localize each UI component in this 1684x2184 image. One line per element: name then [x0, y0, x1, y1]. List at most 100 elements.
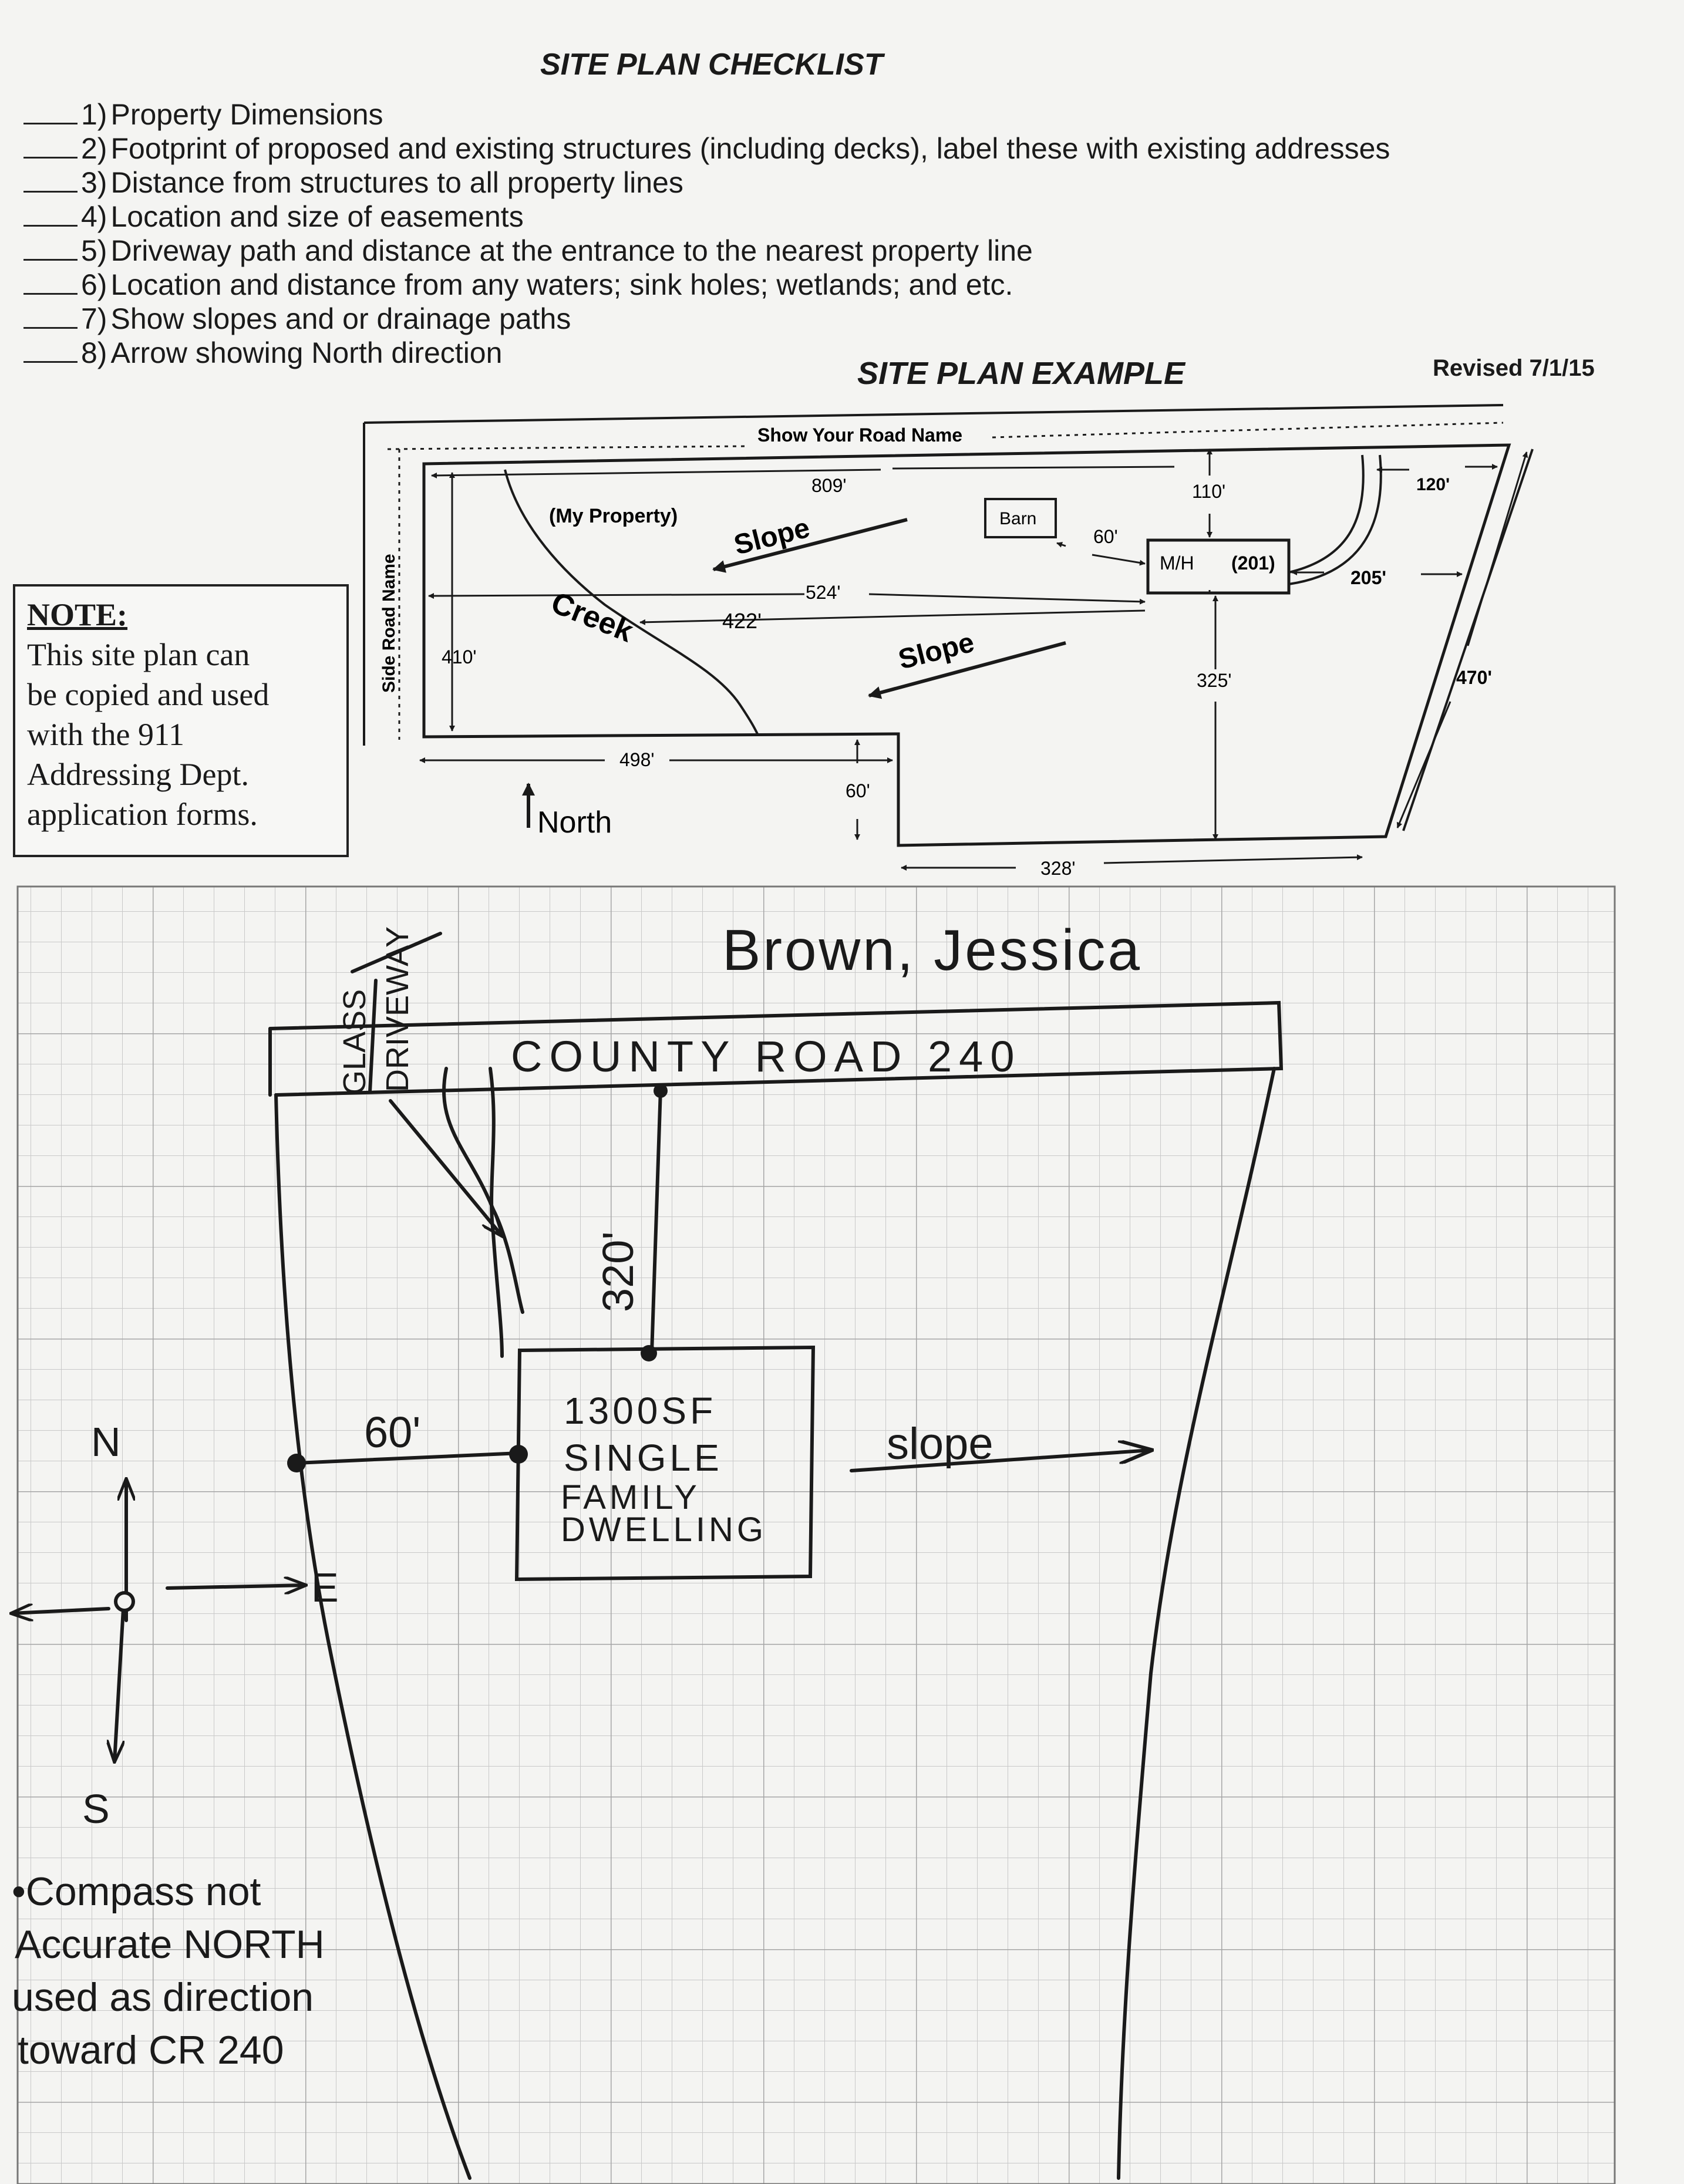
house-label-line: DWELLING	[561, 1511, 767, 1549]
property-right-line	[1117, 1067, 1276, 2180]
note-line: Addressing Dept.	[27, 757, 249, 792]
dim-422	[639, 609, 1146, 625]
road-name: COUNTY ROAD 240	[511, 1032, 1022, 1081]
dim-328-label: 328'	[1040, 858, 1076, 879]
graph-paper-sketch: Brown, Jessica COUNTY ROAD 240 GLASS DRI…	[0, 885, 1616, 2184]
driveway-tick	[351, 932, 442, 973]
house-label-line: 1300SF	[564, 1390, 716, 1432]
checklist-item: 8)Arrow showing North direction	[23, 335, 1390, 369]
checklist-item: 7)Show slopes and or drainage paths	[23, 301, 1390, 335]
driveway-curve	[1288, 454, 1382, 585]
dim-60-barn-left	[1056, 542, 1066, 548]
example-title: SITE PLAN EXAMPLE	[857, 356, 1185, 391]
revised-date: Revised 7/1/15	[1433, 355, 1595, 381]
check-blank	[23, 199, 78, 227]
property-left-line	[274, 1093, 471, 2180]
dim-410-label: 410'	[442, 646, 477, 668]
dim-110-label: 110'	[1192, 481, 1225, 502]
dim-809-left	[431, 469, 881, 478]
dim-524-right	[868, 593, 1146, 605]
note-heading: NOTE:	[27, 597, 128, 632]
dim-325-label: 325'	[1197, 670, 1232, 691]
right-road-line	[1402, 449, 1534, 831]
driveway-arrow	[389, 1099, 502, 1236]
barn-box	[984, 498, 1057, 538]
property-outline	[422, 443, 1511, 847]
driveway-label-bottom: DRIVEWAY	[380, 926, 415, 1092]
compass-note-line: •Compass not	[12, 1869, 261, 1914]
grid-area	[16, 885, 1616, 2184]
compass-note-line: toward CR 240	[18, 2028, 284, 2072]
check-blank	[23, 267, 78, 295]
road-dash	[992, 422, 1504, 439]
compass-e: E	[311, 1565, 339, 1610]
checklist-item: 3)Distance from structures to all proper…	[23, 165, 1390, 199]
compass-west-line	[12, 1609, 110, 1613]
road-line	[363, 404, 1504, 424]
dim-524-left	[428, 592, 805, 599]
site-plan-example: Show Your Road Name Side Road Name (My P…	[363, 404, 1534, 879]
note-line: This site plan can	[27, 637, 250, 672]
checklist-title: SITE PLAN CHECKLIST	[540, 48, 883, 82]
dim-470-up	[1467, 451, 1528, 646]
address-label: (201)	[1231, 552, 1275, 574]
dim-498-label: 498'	[619, 749, 655, 770]
barn-label: Barn	[999, 509, 1036, 528]
slope-label: slope	[887, 1419, 993, 1469]
house-outline	[514, 1345, 816, 1582]
slope-arrow	[850, 1450, 1151, 1472]
checklist-item: 2)Footprint of proposed and existing str…	[23, 131, 1390, 165]
dim-205-label: 205'	[1350, 567, 1386, 588]
dim-120-label: 120'	[1416, 475, 1450, 494]
owner-name: Brown, Jessica	[722, 918, 1142, 982]
check-blank	[23, 233, 78, 261]
my-property-label: (My Property)	[549, 505, 678, 527]
dist-320-label: 320'	[594, 1231, 642, 1312]
side-road-label: Side Road Name	[379, 554, 399, 693]
driveway-tick	[368, 979, 378, 1094]
check-blank	[23, 97, 78, 124]
house-label-line: SINGLE	[564, 1437, 723, 1479]
slope-arrow	[868, 641, 1066, 699]
dist-60-label: 60'	[364, 1408, 420, 1457]
dim-60-barn-right	[1092, 554, 1146, 566]
north-label: North	[537, 805, 612, 840]
dim-470-label: 470'	[1456, 667, 1492, 688]
dim-524-label: 524'	[806, 582, 841, 603]
compass-n: N	[91, 1419, 121, 1465]
check-blank	[23, 165, 78, 193]
note-line: be copied and used	[27, 677, 270, 712]
compass-center	[114, 1591, 135, 1612]
dim-60-barn-label: 60'	[1093, 526, 1118, 547]
creek-line	[504, 469, 759, 734]
checklist: 1)Property Dimensions 2)Footprint of pro…	[23, 97, 1390, 369]
house-point	[641, 1345, 657, 1361]
dim-809: 809'	[811, 475, 847, 496]
house-side-point	[509, 1445, 528, 1464]
compass-south-line	[114, 1607, 125, 1761]
check-blank	[23, 131, 78, 159]
note-box: NOTE: This site plan can be copied and u…	[13, 584, 349, 857]
house-label-line: FAMILY	[561, 1478, 700, 1516]
road-dash	[387, 445, 746, 450]
dim-60-label: 60'	[846, 780, 870, 801]
driveway-curve	[1288, 454, 1365, 574]
dim-809-right	[892, 466, 1175, 470]
checklist-item: 1)Property Dimensions	[23, 97, 1390, 131]
mh-label: M/H	[1160, 552, 1194, 574]
check-blank	[23, 301, 78, 329]
property-point	[287, 1454, 306, 1472]
compass-s: S	[82, 1786, 110, 1832]
compass-note-line: Accurate NORTH	[15, 1922, 325, 1967]
compass-note-line: used as direction	[12, 1975, 314, 2020]
slope-arrow	[712, 518, 908, 573]
mh-box	[1146, 538, 1291, 595]
dim-422-label: 422'	[722, 609, 762, 633]
road-name-label: Show Your Road Name	[757, 424, 962, 446]
note-line: with the 911	[27, 717, 184, 752]
dim-320-line	[650, 1087, 662, 1355]
dim-60-line	[295, 1451, 521, 1465]
dim-328-right	[1103, 854, 1363, 864]
checklist-item: 6)Location and distance from any waters;…	[23, 267, 1390, 301]
checklist-item: 4)Location and size of easements	[23, 199, 1390, 233]
